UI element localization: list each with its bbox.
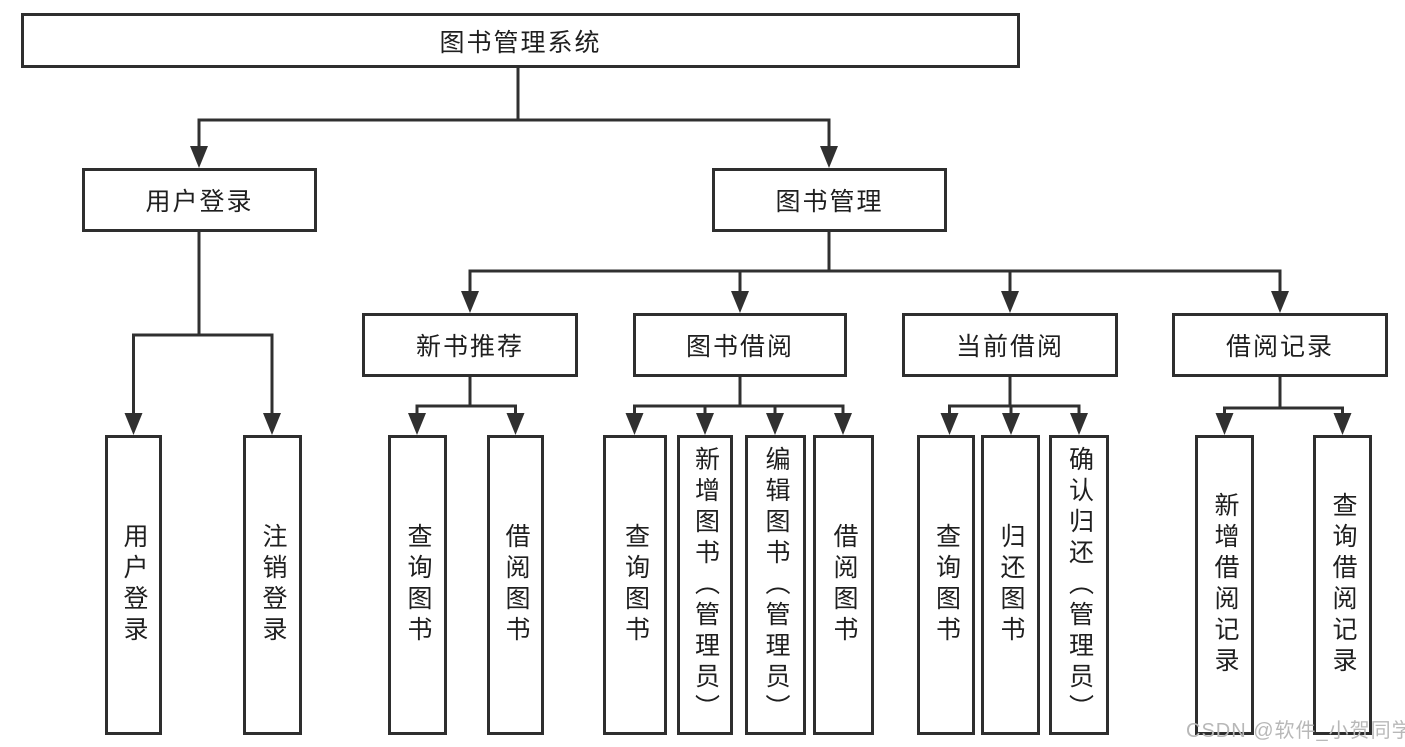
leaf-add-books-admin-label: 新增图书（管理员） bbox=[691, 445, 720, 725]
leaf-query-books-current-label: 查询图书 bbox=[932, 523, 961, 647]
node-book-management-label: 图书管理 bbox=[775, 188, 884, 216]
leaf-add-borrow-record: 新增借阅记录 bbox=[1195, 435, 1254, 735]
leaf-user-login: 用户登录 bbox=[105, 435, 162, 735]
connector-root-to-level2 bbox=[190, 68, 838, 168]
leaf-borrow-books-recommend-label: 借阅图书 bbox=[502, 523, 530, 647]
leaf-logout-label: 注销登录 bbox=[259, 523, 287, 647]
connector-newbooks-to-leaves bbox=[408, 377, 525, 435]
leaf-add-borrow-record-label: 新增借阅记录 bbox=[1211, 492, 1239, 678]
node-book-borrowing-label: 图书借阅 bbox=[685, 333, 794, 361]
node-library-system-label: 图书管理系统 bbox=[439, 28, 602, 57]
csdn-watermark: CSDN @软件_小贺同学 bbox=[1186, 720, 1405, 742]
leaf-edit-books-admin-label: 编辑图书（管理员） bbox=[762, 445, 790, 725]
leaf-confirm-return-admin: 确认归还（管理员） bbox=[1049, 435, 1109, 735]
node-book-borrowing: 图书借阅 bbox=[633, 313, 847, 377]
node-current-borrowing: 当前借阅 bbox=[902, 313, 1118, 377]
leaf-query-books-recommend-label: 查询图书 bbox=[404, 523, 432, 647]
node-user-login-label: 用户登录 bbox=[145, 188, 254, 216]
node-borrowing-records-label: 借阅记录 bbox=[1225, 333, 1334, 361]
leaf-query-borrow-record-label: 查询借阅记录 bbox=[1329, 492, 1357, 678]
node-new-book-recommend-label: 新书推荐 bbox=[415, 333, 524, 361]
leaf-edit-books-admin: 编辑图书（管理员） bbox=[745, 435, 806, 735]
connector-bookmgmt-to-level3 bbox=[461, 232, 1289, 313]
leaf-logout: 注销登录 bbox=[243, 435, 302, 735]
connector-currentborrow-to-leaves bbox=[940, 377, 1088, 435]
leaf-return-books-label: 归还图书 bbox=[997, 523, 1025, 647]
leaf-query-books-recommend: 查询图书 bbox=[388, 435, 447, 735]
node-borrowing-records: 借阅记录 bbox=[1172, 313, 1388, 377]
leaf-confirm-return-admin-label: 确认归还（管理员） bbox=[1065, 445, 1094, 725]
connector-bookborrow-to-leaves bbox=[625, 377, 852, 435]
node-book-management: 图书管理 bbox=[712, 168, 947, 232]
connector-records-to-leaves bbox=[1215, 377, 1352, 435]
leaf-query-books-borrowing: 查询图书 bbox=[603, 435, 667, 735]
leaf-add-books-admin: 新增图书（管理员） bbox=[677, 435, 733, 735]
node-library-system: 图书管理系统 bbox=[21, 13, 1020, 68]
leaf-return-books: 归还图书 bbox=[981, 435, 1040, 735]
leaf-query-books-borrowing-label: 查询图书 bbox=[621, 523, 650, 647]
leaf-query-borrow-record: 查询借阅记录 bbox=[1313, 435, 1372, 735]
leaf-query-books-current: 查询图书 bbox=[917, 435, 975, 735]
node-current-borrowing-label: 当前借阅 bbox=[955, 333, 1064, 361]
connector-userlogin-to-leaves bbox=[124, 232, 281, 435]
node-new-book-recommend: 新书推荐 bbox=[362, 313, 578, 377]
leaf-borrow-books-borrowing: 借阅图书 bbox=[813, 435, 874, 735]
node-user-login: 用户登录 bbox=[82, 168, 317, 232]
leaf-borrow-books-borrowing-label: 借阅图书 bbox=[830, 523, 858, 647]
leaf-borrow-books-recommend: 借阅图书 bbox=[487, 435, 544, 735]
leaf-user-login-label: 用户登录 bbox=[120, 523, 148, 647]
